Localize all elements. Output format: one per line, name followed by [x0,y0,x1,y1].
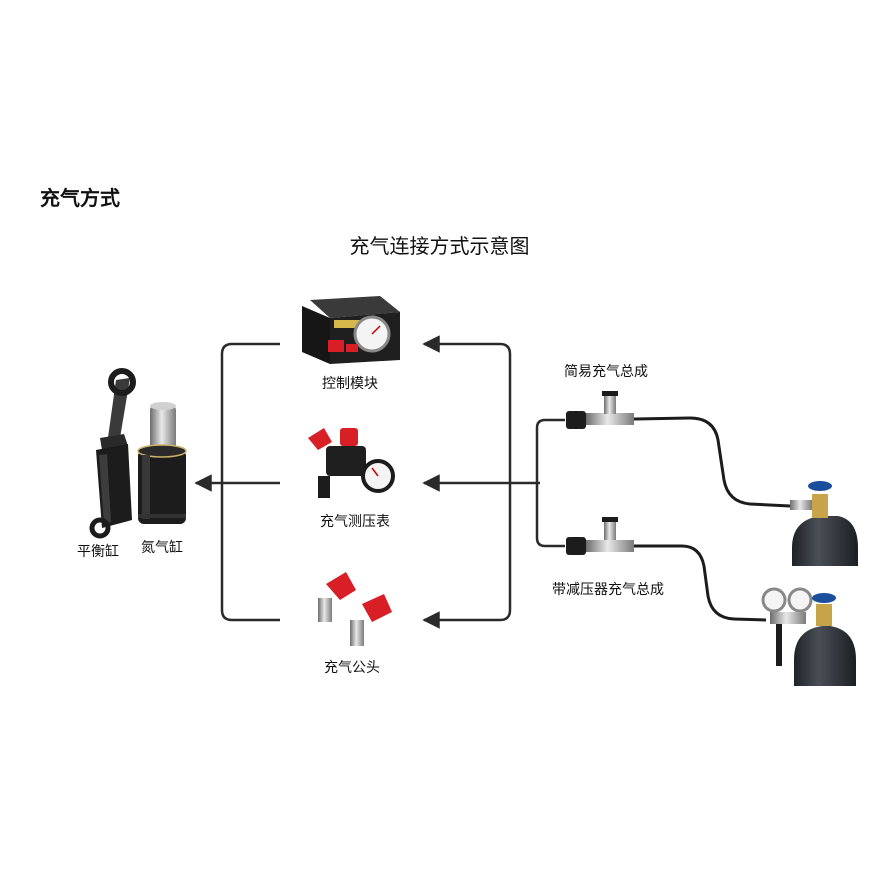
left-connection-lines [194,342,280,622]
simple-kit-label: 简易充气总成 [564,363,648,380]
pressure-gauge-image [308,428,395,498]
regulator-bottle-image [794,626,856,686]
balance-cylinder-image [89,368,136,539]
balance-cylinder-label: 平衡缸 [77,543,119,560]
nitrogen-cylinder-label: 氮气缸 [141,539,183,556]
control-module-image [302,296,400,364]
charging-connector-label: 充气公头 [324,660,380,676]
nitrogen-bottle-top-image [792,481,858,566]
regulator-kit-label: 带减压器充气总成 [552,582,664,598]
control-module-label: 控制模块 [322,376,378,392]
pressure-gauge-label: 充气测压表 [320,514,390,530]
right-connection-lines [422,335,565,629]
regulator-kit-image [566,517,836,666]
nitrogen-cylinder-image [137,402,187,524]
section-title: 充气方式 [40,186,120,210]
diagram-title: 充气连接方式示意图 [349,234,530,258]
charging-connector-image [318,572,392,646]
simple-kit-image [566,391,812,510]
